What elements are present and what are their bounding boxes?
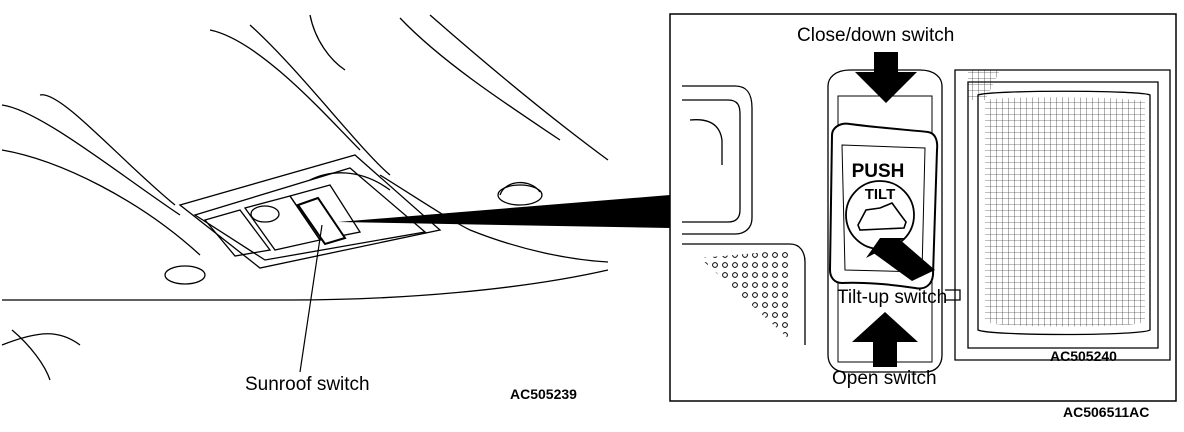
push-text: PUSH <box>852 161 905 182</box>
close-down-switch-label: Close/down switch <box>797 25 955 46</box>
detail-drawing <box>682 69 1171 373</box>
tilt-up-arrow <box>866 238 935 281</box>
sunroof-switch-leader <box>299 224 323 373</box>
roof-interior-drawing <box>1 14 609 381</box>
zoom-connector <box>338 195 670 228</box>
open-switch-label: Open switch <box>832 368 937 389</box>
mesh-grille <box>985 97 1145 327</box>
tilt-up-switch-label: Tilt-up switch <box>837 287 948 308</box>
open-arrow <box>852 312 918 367</box>
sunroof-switch-location <box>296 196 347 246</box>
car-tilt-icon <box>857 202 907 231</box>
left-view-code: AC505239 <box>510 386 577 402</box>
tilt-text: TILT <box>865 186 896 203</box>
figure-code: AC506511AC <box>1063 404 1150 420</box>
close-down-arrow <box>855 52 917 103</box>
sunroof-switch-label: Sunroof switch <box>245 374 370 395</box>
right-view-code: AC505240 <box>1050 348 1117 364</box>
